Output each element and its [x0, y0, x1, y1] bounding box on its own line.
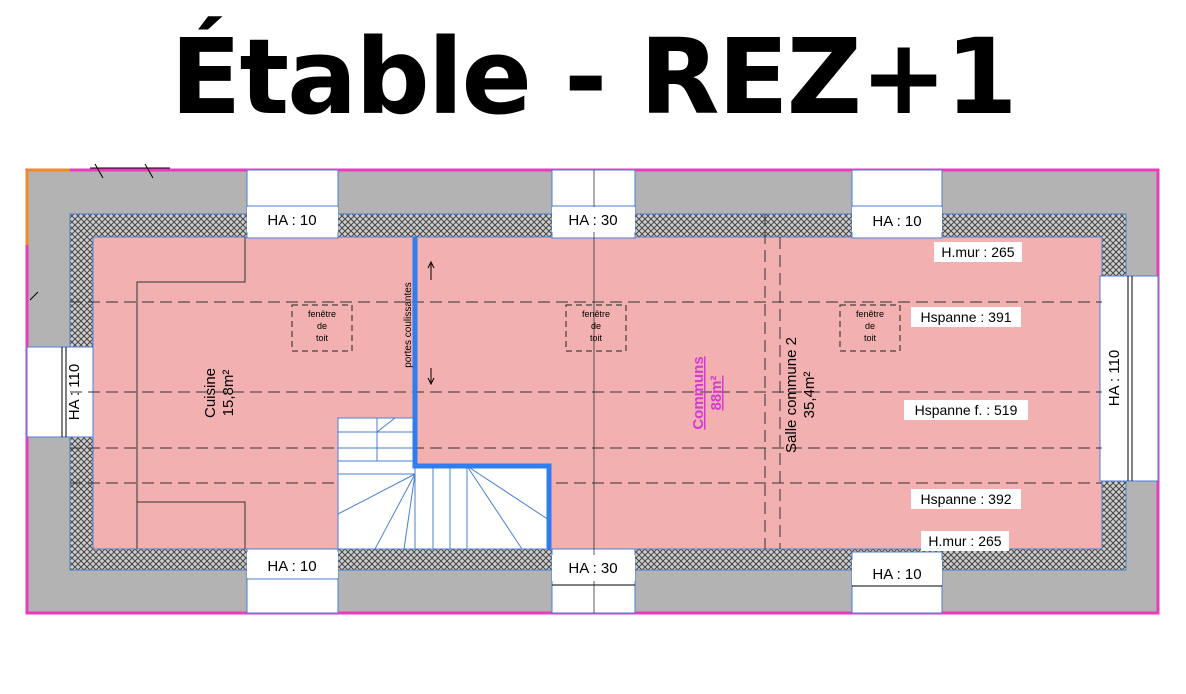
room-label-salle-commune: Salle commune 2 35,4m² — [783, 337, 818, 453]
svg-text:de: de — [317, 321, 327, 331]
svg-text:Cuisine: Cuisine — [202, 368, 219, 418]
partition-wall — [412, 237, 552, 549]
window-left — [26, 346, 94, 438]
svg-text:de: de — [591, 321, 601, 331]
svg-text:toit: toit — [864, 333, 877, 343]
staircase — [337, 417, 550, 550]
svg-text:HA : 10: HA : 10 — [872, 566, 921, 583]
window-label-right: HA : 110 — [1106, 350, 1123, 406]
svg-text:H.mur : 265: H.mur : 265 — [941, 244, 1014, 260]
svg-text:HA : 30: HA : 30 — [568, 212, 617, 229]
svg-text:toit: toit — [590, 333, 603, 343]
svg-text:toit: toit — [316, 333, 329, 343]
height-label-hspanne-bottom: Hspanne : 392 — [911, 489, 1021, 509]
svg-text:HA : 10: HA : 10 — [267, 212, 316, 229]
skylight-center: fenêtre de toit — [565, 304, 627, 352]
svg-text:35,4m²: 35,4m² — [801, 372, 818, 419]
window-label-bottom-center: HA : 30 — [552, 555, 635, 581]
beam-lines — [70, 214, 1102, 549]
svg-text:HA : 10: HA : 10 — [872, 213, 921, 230]
svg-text:Hspanne : 391: Hspanne : 391 — [920, 309, 1011, 325]
skylight-right: fenêtre de toit — [839, 304, 901, 352]
svg-text:Hspanne f. : 519: Hspanne f. : 519 — [915, 402, 1018, 418]
svg-text:fenêtre: fenêtre — [582, 309, 610, 319]
height-label-hspanne-top: Hspanne : 391 — [911, 307, 1021, 327]
sliding-doors-label: portes coulissantes — [403, 282, 414, 368]
svg-text:15,8m²: 15,8m² — [220, 370, 237, 417]
sliding-door-arrows — [427, 260, 435, 386]
svg-text:H.mur : 265: H.mur : 265 — [928, 533, 1001, 549]
svg-text:de: de — [865, 321, 875, 331]
svg-text:HA : 10: HA : 10 — [267, 558, 316, 575]
window-label-top-center: HA : 30 — [552, 207, 635, 232]
height-label-hmur-top: H.mur : 265 — [934, 242, 1022, 262]
svg-text:88m²: 88m² — [708, 375, 725, 410]
window-label-left: HA : 110 — [66, 364, 83, 420]
room-label-communs: Communs 88m² — [690, 356, 725, 429]
window-label-top-left: HA : 10 — [247, 207, 338, 232]
page-title: Étable - REZ+1 — [170, 16, 1017, 138]
svg-text:HA : 30: HA : 30 — [568, 560, 617, 577]
window-label-top-right: HA : 10 — [852, 207, 942, 232]
svg-text:Salle commune 2: Salle commune 2 — [783, 337, 800, 453]
room-label-cuisine: Cuisine 15,8m² — [202, 368, 237, 418]
height-label-hspanne-f: Hspanne f. : 519 — [904, 400, 1028, 420]
svg-text:Hspanne : 392: Hspanne : 392 — [920, 491, 1011, 507]
window-right — [1099, 275, 1159, 482]
svg-text:Communs: Communs — [690, 356, 707, 429]
kitchen-outline — [136, 237, 246, 549]
skylight-left: fenêtre de toit — [291, 304, 353, 352]
height-label-hmur-bottom: H.mur : 265 — [921, 531, 1009, 551]
window-label-bottom-left: HA : 10 — [247, 552, 338, 578]
window-label-bottom-right: HA : 10 — [852, 560, 942, 585]
svg-text:fenêtre: fenêtre — [308, 309, 336, 319]
svg-text:fenêtre: fenêtre — [856, 309, 884, 319]
